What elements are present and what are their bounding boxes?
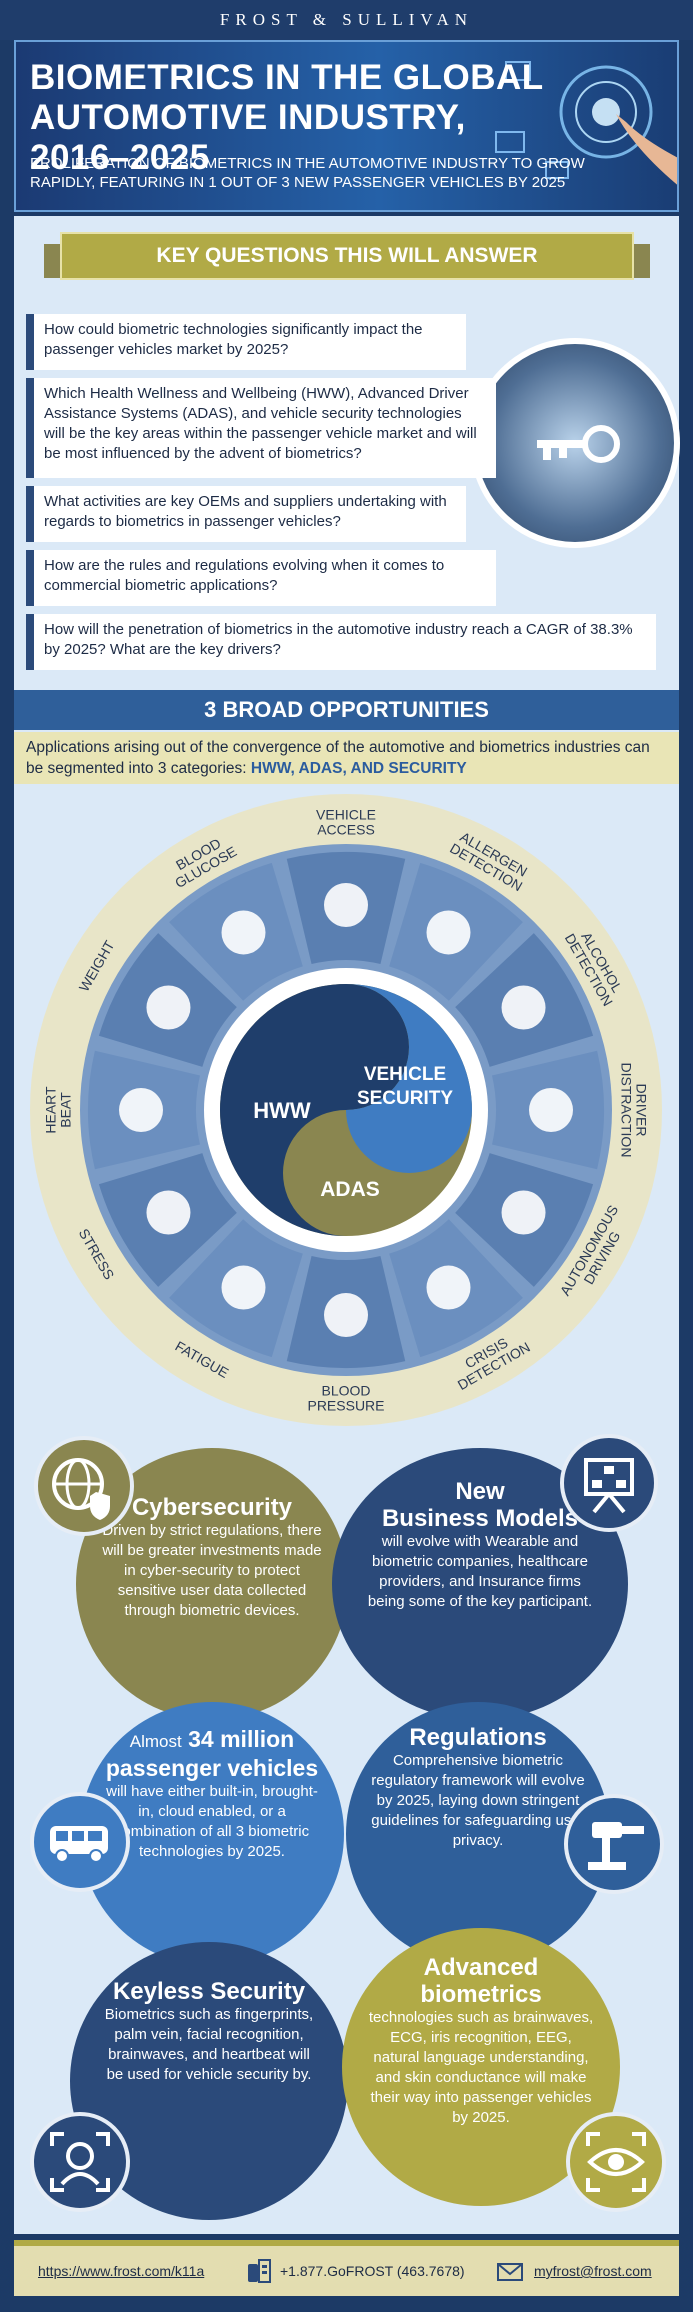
hww-label: HWW: [253, 1098, 311, 1123]
gavel-icon: [564, 1794, 664, 1894]
keyless-title: Keyless Security: [112, 1978, 306, 2005]
question-1: How could biometric technologies signifi…: [26, 314, 466, 370]
cybersecurity-title: Cybersecurity: [131, 1494, 293, 1521]
advanced-text: technologies such as brainwaves, ECG, ir…: [368, 2009, 594, 2126]
question-3: What activities are key OEMs and supplie…: [26, 486, 466, 542]
key-questions-banner: KEY QUESTIONS THIS WILL ANSWER: [60, 232, 634, 280]
question-5: How will the penetration of biometrics i…: [26, 614, 656, 670]
keyless-security-circle: Keyless Security Biometrics such as fing…: [70, 1942, 348, 2220]
segment-label: HEARTBEAT: [43, 1086, 74, 1134]
phone-number[interactable]: +1.877.GoFROST (463.7678): [280, 2263, 465, 2279]
regulations-title: Regulations: [409, 1724, 547, 1751]
keyless-text: Biometrics such as fingerprints, palm ve…: [104, 2006, 314, 2083]
cybersecurity-circle: Cybersecurity Driven by strict regulatio…: [76, 1448, 348, 1720]
face-scan-icon: [30, 2112, 130, 2212]
email-icon: [496, 2258, 524, 2284]
vehicles-text: will have either built-in, brought-in, c…: [106, 1783, 318, 1860]
segment-icon: [426, 1265, 471, 1310]
footer: https://www.frost.com/k11a +1.877.GoFROS…: [14, 2240, 679, 2296]
vehicle-security-area: [346, 984, 472, 1173]
question-4: How are the rules and regulations evolvi…: [26, 550, 496, 606]
phone-icon: [246, 2258, 272, 2284]
presentation-board-icon: [560, 1434, 658, 1532]
cybersecurity-text: Driven by strict regulations, there will…: [102, 1522, 322, 1619]
key-icon: [537, 425, 620, 463]
hero-subtitle: PROLIFERATION OF BIOMETRICS IN THE AUTOM…: [30, 155, 585, 191]
segment-icon: [221, 1265, 266, 1310]
digital-key-image: [470, 338, 680, 548]
segment-icon: [146, 1190, 191, 1235]
segment-icon: [119, 1088, 163, 1132]
segment-icon: [529, 1088, 573, 1132]
hww-area: [220, 984, 409, 1236]
segment-icon: [221, 910, 266, 955]
security-label: SECURITY: [357, 1088, 453, 1109]
opportunities-banner: 3 BROAD OPPORTUNITIES: [14, 690, 679, 730]
website-link[interactable]: https://www.frost.com/k11a: [38, 2263, 205, 2279]
regulations-text: Comprehensive biometric regulatory frame…: [371, 1752, 585, 1849]
opportunities-text: Applications arising out of the converge…: [14, 732, 679, 784]
globe-shield-icon: [34, 1436, 134, 1536]
segment-icon: [426, 910, 471, 955]
regulations-circle: Regulations Comprehensive biometric regu…: [346, 1702, 610, 1966]
email-link[interactable]: myfrost@frost.com: [534, 2263, 652, 2279]
business-text: will evolve with Wearable and biometric …: [367, 1533, 593, 1610]
segment-label: DRIVERDISTRACTION: [619, 1063, 650, 1158]
fingerprint-touch-illustration: [495, 61, 677, 185]
vehicle-label: VEHICLE: [364, 1064, 446, 1085]
eye-scan-icon: [566, 2112, 666, 2212]
segment-icon: [146, 985, 191, 1030]
segment-icon: [324, 883, 368, 927]
bus-icon: [30, 1792, 130, 1892]
brand-logo: FROST & SULLIVAN: [0, 0, 693, 40]
adas-label: ADAS: [320, 1178, 380, 1201]
segment-icon: [501, 1190, 546, 1235]
segment-icon: [501, 985, 546, 1030]
question-2: Which Health Wellness and Wellbeing (HWW…: [26, 378, 496, 478]
segment-icon: [324, 1293, 368, 1337]
